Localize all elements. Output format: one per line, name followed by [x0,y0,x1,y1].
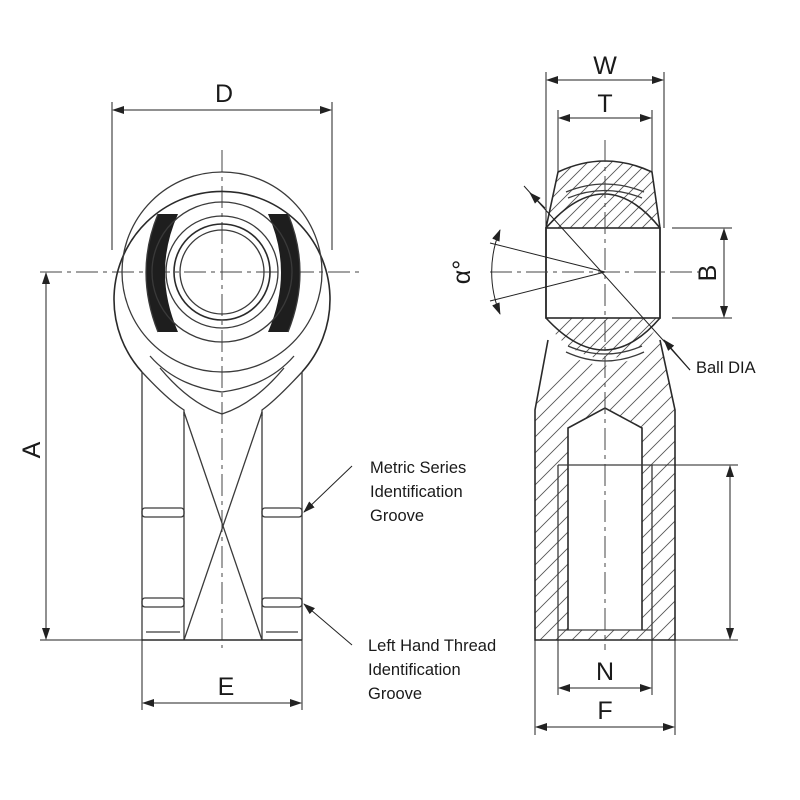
dim-label-F: F [597,697,612,725]
metric-callout-line2: Identification [370,483,463,501]
dim-arc-alpha [491,229,501,315]
lh-callout-line1: Left Hand Thread [368,637,496,655]
metric-series-callout: Metric Series Identification Groove [303,459,466,525]
housing-outline [113,190,331,373]
metric-callout-line3: Groove [370,507,424,525]
bore-inner [179,229,265,315]
dim-label-A: A [18,441,46,458]
dim-label-B: B [694,265,722,282]
lh-groove-left [141,597,185,608]
metric-groove-right [261,507,303,518]
front-dimensions: D A E [18,80,333,710]
left-hand-thread-callout: Left Hand Thread Identification Groove [303,603,496,703]
inner-ring [545,227,661,319]
ball-dia-label: Ball DIA [696,359,756,377]
dim-label-D: D [215,80,233,108]
bore-outer [173,223,271,321]
dim-label-E: E [218,673,235,701]
lh-callout-line2: Identification [368,661,461,679]
dim-label-T: T [597,90,612,118]
ball-dia-leader [663,339,691,371]
seal-right [268,214,300,332]
ball-inner [165,215,279,329]
metric-groove-left [141,507,185,518]
housing-inner-circle [121,171,323,373]
dim-label-alpha: α° [448,260,476,284]
dim-label-W: W [593,52,617,80]
lh-callout-line3: Groove [368,685,422,703]
dim-label-N: N [596,658,614,686]
ball-outer [151,201,293,343]
section-dimensions: W T B N F α° Ball DIA [448,52,756,735]
seal-left [146,214,178,332]
metric-callout-line1: Metric Series [370,459,466,477]
lh-groove-right [261,597,303,608]
front-view [40,150,360,648]
